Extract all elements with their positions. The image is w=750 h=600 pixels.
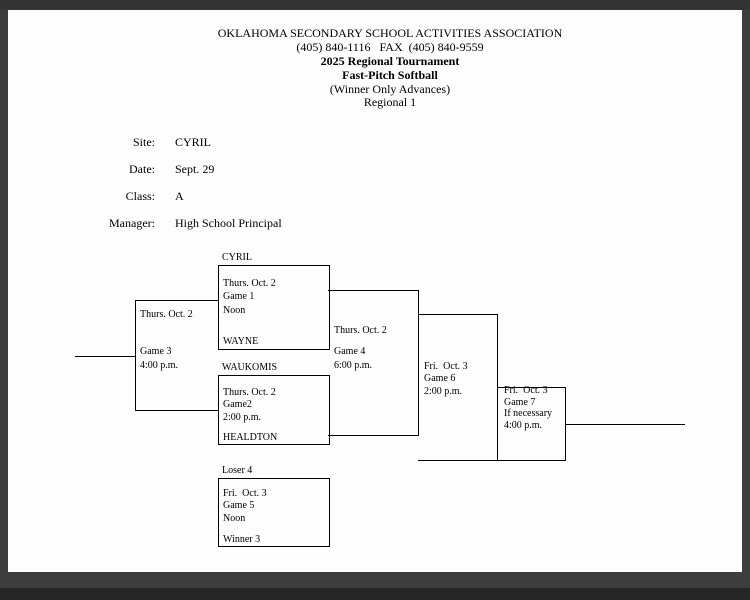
game5-bottom-team: Winner 3 <box>223 534 261 545</box>
game1-box: Thurs. Oct. 2 Game 1 Noon WAYNE <box>218 265 330 350</box>
game2-time: 2:00 p.m. <box>223 412 262 423</box>
game4-label: Game 4 <box>334 346 366 357</box>
game3-date: Thurs. Oct. 2 <box>140 309 193 320</box>
game2-label: Game2 <box>223 399 252 410</box>
game6-time: 2:00 p.m. <box>424 386 463 397</box>
bracket-line-game4-top <box>328 290 418 291</box>
date-value: Sept. 29 <box>175 162 215 176</box>
bracket-line-champion <box>565 424 685 425</box>
game1-bottom-team: WAYNE <box>223 336 259 347</box>
bracket-line-game4-winner <box>418 314 497 315</box>
game5-label: Game 5 <box>223 500 255 511</box>
phone-fax-line: (405) 840-1116 FAX (405) 840-9559 <box>296 40 484 54</box>
game1-time: Noon <box>223 305 246 316</box>
game7-time: 4:00 p.m. <box>504 420 543 431</box>
manager-label: Manager: <box>109 216 155 230</box>
class-label: Class: <box>125 189 155 203</box>
game7-label: Game 7 <box>504 397 536 408</box>
game4-time: 6:00 p.m. <box>334 360 373 371</box>
bracket-line-game3-top <box>135 300 219 301</box>
game1-date: Thurs. Oct. 2 <box>223 278 276 289</box>
site-value: CYRIL <box>175 135 211 149</box>
sport-title: Fast-Pitch Softball <box>342 68 438 82</box>
game5-box: Fri. Oct. 3 Game 5 Noon Winner 3 <box>218 478 330 547</box>
regional-label: Regional 1 <box>363 95 417 109</box>
class-value: A <box>175 189 184 203</box>
game3-label: Game 3 <box>140 346 172 357</box>
bracket-line-game5-winner <box>418 460 565 461</box>
game7-note: If necessary <box>504 408 553 419</box>
viewer-top-bar <box>0 0 750 10</box>
manager-value: High School Principal <box>175 216 282 230</box>
game2-top-team: WAUKOMIS <box>222 362 277 373</box>
game3-time: 4:00 p.m. <box>140 360 179 371</box>
bracket-line-game3-vertical <box>135 300 136 411</box>
document-page <box>8 10 742 572</box>
game5-time: Noon <box>223 513 246 524</box>
game2-bottom-team: HEALDTON <box>223 432 278 443</box>
game1-label: Game 1 <box>223 291 255 302</box>
game6-date: Fri. Oct. 3 <box>424 361 468 372</box>
bracket-line-game4-vertical <box>418 290 419 436</box>
game7-date: Fri. Oct. 3 <box>504 385 548 396</box>
game5-top-team: Loser 4 <box>222 465 253 476</box>
game2-date: Thurs. Oct. 2 <box>223 387 276 398</box>
game5-date: Fri. Oct. 3 <box>223 488 267 499</box>
advance-note: (Winner Only Advances) <box>329 82 451 96</box>
tournament-title: 2025 Regional Tournament <box>320 54 460 68</box>
game6-label: Game 6 <box>424 373 456 384</box>
game2-box: Thurs. Oct. 2 Game2 2:00 p.m. HEALDTON <box>218 375 330 445</box>
bracket-line-game4-bottom <box>328 435 418 436</box>
bracket-line-game6-winner <box>497 387 565 388</box>
bracket-line-game3-winner <box>75 356 135 357</box>
viewer-bottom-bar <box>0 572 750 588</box>
site-label: Site: <box>132 135 155 149</box>
viewer-bottom-edge <box>0 588 750 600</box>
association-title: OKLAHOMA SECONDARY SCHOOL ACTIVITIES ASS… <box>217 26 563 40</box>
game1-top-team: CYRIL <box>222 252 252 263</box>
game4-date: Thurs. Oct. 2 <box>334 325 387 336</box>
bracket-line-game3-bottom <box>135 410 219 411</box>
date-label: Date: <box>129 162 155 176</box>
